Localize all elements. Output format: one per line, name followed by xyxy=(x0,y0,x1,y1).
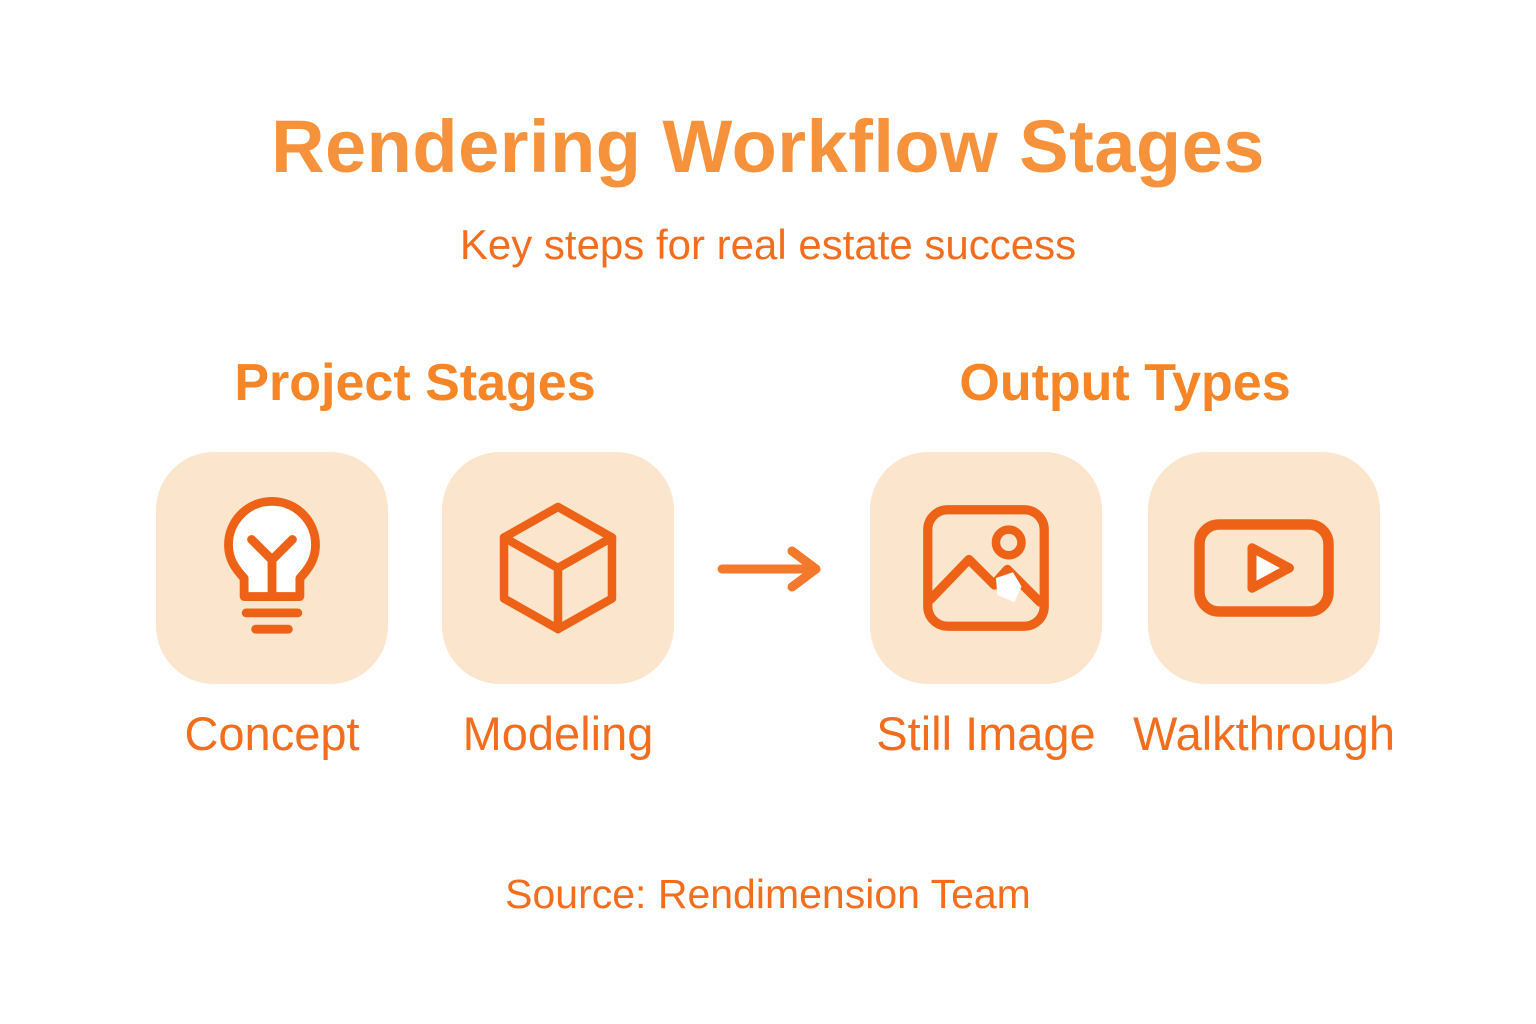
concept-label: Concept xyxy=(184,707,360,761)
workflow-row: Project Stages Concept xyxy=(0,356,1536,760)
page-title: Rendering Workflow Stages xyxy=(271,105,1265,188)
still-image-label: Still Image xyxy=(876,707,1096,761)
output-types-group: Output Types Still Image xyxy=(870,353,1395,760)
modeling-label: Modeling xyxy=(462,707,654,761)
image-icon xyxy=(923,505,1049,632)
lightbulb-icon xyxy=(224,497,320,635)
video-play-icon xyxy=(1194,519,1334,618)
stage-walkthrough: Walkthrough xyxy=(1133,452,1395,760)
stage-modeling: Modeling xyxy=(442,452,674,760)
output-types-header: Output Types xyxy=(959,353,1291,412)
image-icon-highlight xyxy=(995,572,1022,603)
cube-icon xyxy=(499,503,617,634)
output-types-cards: Still Image Walkthrough xyxy=(870,452,1395,760)
stage-concept: Concept xyxy=(156,452,388,760)
project-stages-group: Project Stages Concept xyxy=(156,356,674,760)
concept-card xyxy=(156,452,388,685)
walkthrough-card xyxy=(1148,452,1380,685)
project-stages-cards: Concept Modeling xyxy=(156,452,674,760)
still-image-card xyxy=(870,452,1102,685)
flow-arrow xyxy=(674,546,870,592)
right-arrow-icon xyxy=(717,546,821,592)
project-stages-header: Project Stages xyxy=(234,353,596,412)
page-subtitle: Key steps for real estate success xyxy=(459,220,1077,268)
modeling-card xyxy=(442,452,674,685)
walkthrough-label: Walkthrough xyxy=(1132,707,1396,761)
stage-still-image: Still Image xyxy=(870,452,1102,760)
source-caption: Source: Rendimension Team xyxy=(505,871,1031,918)
